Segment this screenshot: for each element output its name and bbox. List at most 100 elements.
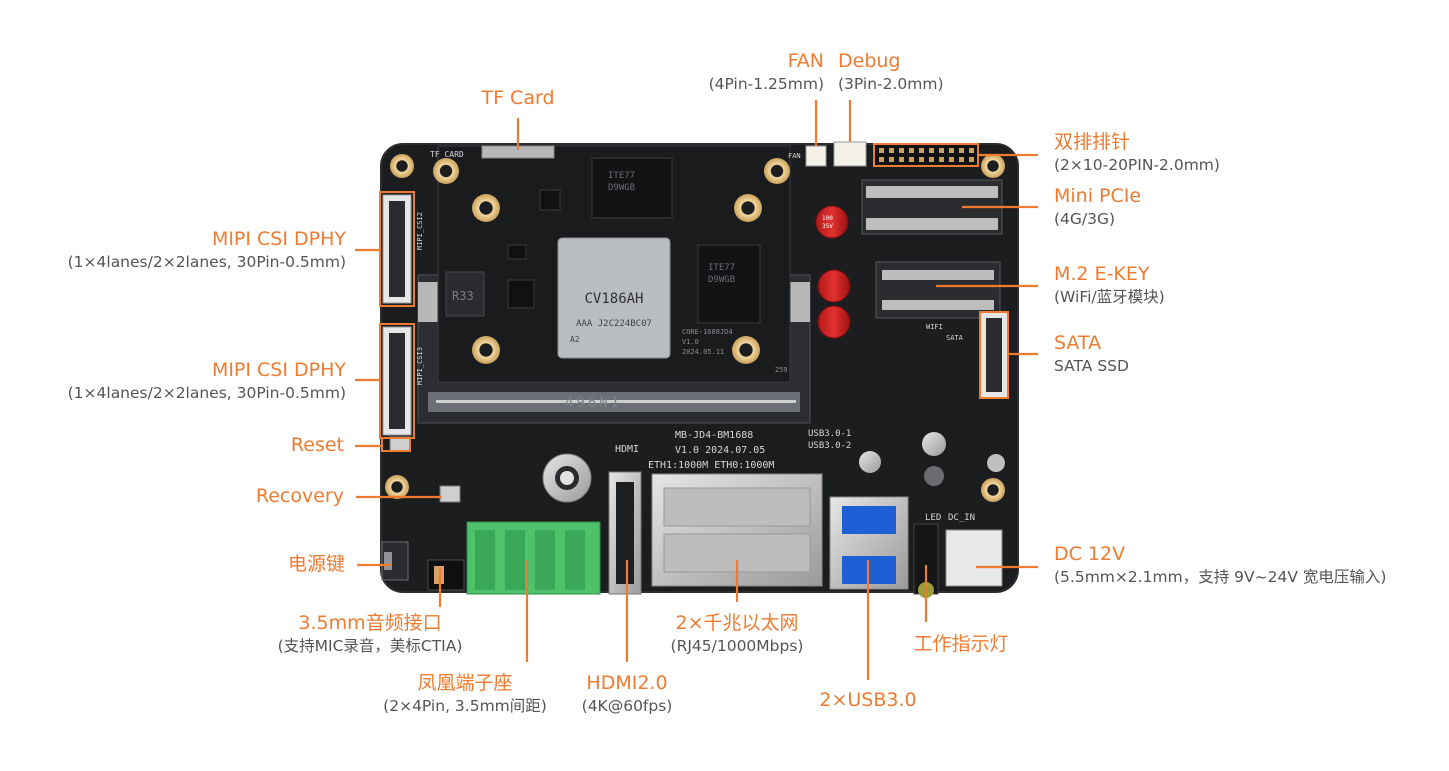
header-pin xyxy=(969,148,974,153)
recovery-title: Recovery xyxy=(255,485,344,507)
mini-pcie-sub: (4G/3G) xyxy=(1054,209,1116,228)
label-mini-pcie: Mini PCIe (4G/3G) xyxy=(1054,185,1142,229)
m2-title: M.2 E-KEY xyxy=(1054,263,1150,285)
hdmi-title: HDMI2.0 xyxy=(586,672,668,694)
header-pin xyxy=(939,148,944,153)
header-pin xyxy=(939,157,944,162)
mounting-holes xyxy=(385,154,1005,502)
mipi-1-sub: (1×4lanes/2×2lanes, 30Pin-0.5mm) xyxy=(67,252,346,271)
mipi-2-sub: (1×4lanes/2×2lanes, 30Pin-0.5mm) xyxy=(67,383,346,402)
ethernet-title: 2×千兆以太网 xyxy=(675,612,799,634)
status-led xyxy=(913,523,939,595)
header-pin xyxy=(899,148,904,153)
header-pin xyxy=(949,148,954,153)
mb-info: MB-JD4-BM1688 xyxy=(675,430,753,441)
sata-sub: SATA SSD xyxy=(1054,356,1129,375)
usb-title: 2×USB3.0 xyxy=(819,689,917,711)
m2-sub: (WiFi/蓝牙模块) xyxy=(1054,287,1165,306)
label-phoenix: 凤凰端子座 (2×4Pin, 3.5mm间距) xyxy=(360,672,570,716)
label-pin-header: 双排排针 (2×10-20PIN-2.0mm) xyxy=(1054,131,1220,175)
header-pin xyxy=(909,157,914,162)
header-pin xyxy=(959,157,964,162)
mipi-2-title: MIPI CSI DPHY xyxy=(211,359,346,381)
dc-jack xyxy=(945,529,1003,587)
callout-lines xyxy=(355,100,1038,680)
usb-silkscreen: USB3.0-2 xyxy=(808,441,851,451)
phoenix-sub: (2×4Pin, 3.5mm间距) xyxy=(383,696,547,715)
fan-sub: (4Pin-1.25mm) xyxy=(708,74,824,93)
memory-chip-2-text: ITE77 xyxy=(708,263,735,273)
mipi-connector-2 xyxy=(382,326,412,436)
mb-info: ETH1:1000M ETH0:1000M xyxy=(648,460,774,471)
core-mount-holes xyxy=(433,158,790,364)
header-pin xyxy=(889,148,894,153)
label-debug: Debug (3Pin-2.0mm) xyxy=(838,50,944,94)
core-number: 259 xyxy=(775,366,788,374)
label-mipi-2: MIPI CSI DPHY (1×4lanes/2×2lanes, 30Pin-… xyxy=(10,359,346,403)
header-pin xyxy=(969,157,974,162)
fan-title: FAN xyxy=(787,50,824,72)
core-info: CORE-1688JD4 xyxy=(682,328,733,336)
memory-chip-2-code: D9WGB xyxy=(708,275,735,285)
header-pin xyxy=(879,157,884,162)
fan-header xyxy=(805,145,827,167)
memory-chip-1-text: ITE77 xyxy=(608,171,635,181)
label-ethernet: 2×千兆以太网 (RJ45/1000Mbps) xyxy=(640,612,834,656)
electrolytic-capacitors xyxy=(815,205,851,339)
mini-pcie-slot xyxy=(861,179,1003,235)
label-m2: M.2 E-KEY (WiFi/蓝牙模块) xyxy=(1054,263,1165,307)
header-pin xyxy=(889,157,894,162)
hdmi-sub: (4K@60fps) xyxy=(581,696,673,715)
power-key-title: 电源键 xyxy=(287,553,345,575)
label-power-key: 电源键 xyxy=(200,553,345,576)
audio-sub: (支持MIC录音，美标CTIA) xyxy=(277,636,463,655)
phoenix-terminal xyxy=(466,521,601,595)
pin-header-title: 双排排针 xyxy=(1054,131,1131,153)
label-hdmi: HDMI2.0 (4K@60fps) xyxy=(567,672,687,716)
core-info: V1.0 xyxy=(682,338,699,346)
mipi-silkscreen: MIPI_CSI2 xyxy=(416,212,424,250)
header-pin xyxy=(919,157,924,162)
slot-silkscreen: 496N1 xyxy=(565,395,622,411)
reset-button xyxy=(389,436,411,452)
header-pin xyxy=(929,148,934,153)
inductor xyxy=(445,271,485,317)
label-reset: Reset xyxy=(200,434,344,457)
mini-pcie-title: Mini PCIe xyxy=(1054,185,1142,207)
hdmi-silkscreen: HDMI xyxy=(615,444,639,455)
soc-a2: A2 xyxy=(570,335,580,344)
mipi-connector-1 xyxy=(382,194,412,304)
header-pin xyxy=(899,157,904,162)
header-pin xyxy=(929,157,934,162)
pin-header xyxy=(873,143,979,167)
inductor-label: R33 xyxy=(452,289,474,303)
header-pin xyxy=(919,148,924,153)
mb-info: V1.0 2024.07.05 xyxy=(675,445,765,456)
audio-title: 3.5mm音频接口 xyxy=(298,612,442,634)
memory-chip-2 xyxy=(697,244,761,324)
power-key xyxy=(381,541,409,581)
pin-header-sub: (2×10-20PIN-2.0mm) xyxy=(1054,155,1220,174)
debug-header xyxy=(833,141,867,167)
tf-card-title: TF Card xyxy=(481,87,555,109)
header-pin xyxy=(949,157,954,162)
led-silkscreen: LED xyxy=(925,513,941,523)
label-tf-card: TF Card xyxy=(458,87,578,110)
header-pin xyxy=(959,148,964,153)
m2-ekey-slot xyxy=(875,261,1001,319)
label-usb: 2×USB3.0 xyxy=(805,689,931,712)
sata-silkscreen: SATA xyxy=(946,334,964,342)
led-title: 工作指示灯 xyxy=(913,633,1009,655)
soc-chip xyxy=(557,237,671,359)
dc-title: DC 12V xyxy=(1054,543,1126,565)
debug-title: Debug xyxy=(838,50,901,72)
wifi-silkscreen: WIFI xyxy=(926,323,943,331)
core-info: 2024.05.11 xyxy=(682,348,724,356)
memory-chip-1-code: D9WGB xyxy=(608,183,635,193)
header-pin xyxy=(909,148,914,153)
mipi-1-title: MIPI CSI DPHY xyxy=(211,228,346,250)
audio-jack xyxy=(427,559,465,591)
tf-silkscreen: TF CARD xyxy=(430,150,464,159)
label-mipi-1: MIPI CSI DPHY (1×4lanes/2×2lanes, 30Pin-… xyxy=(10,228,346,272)
